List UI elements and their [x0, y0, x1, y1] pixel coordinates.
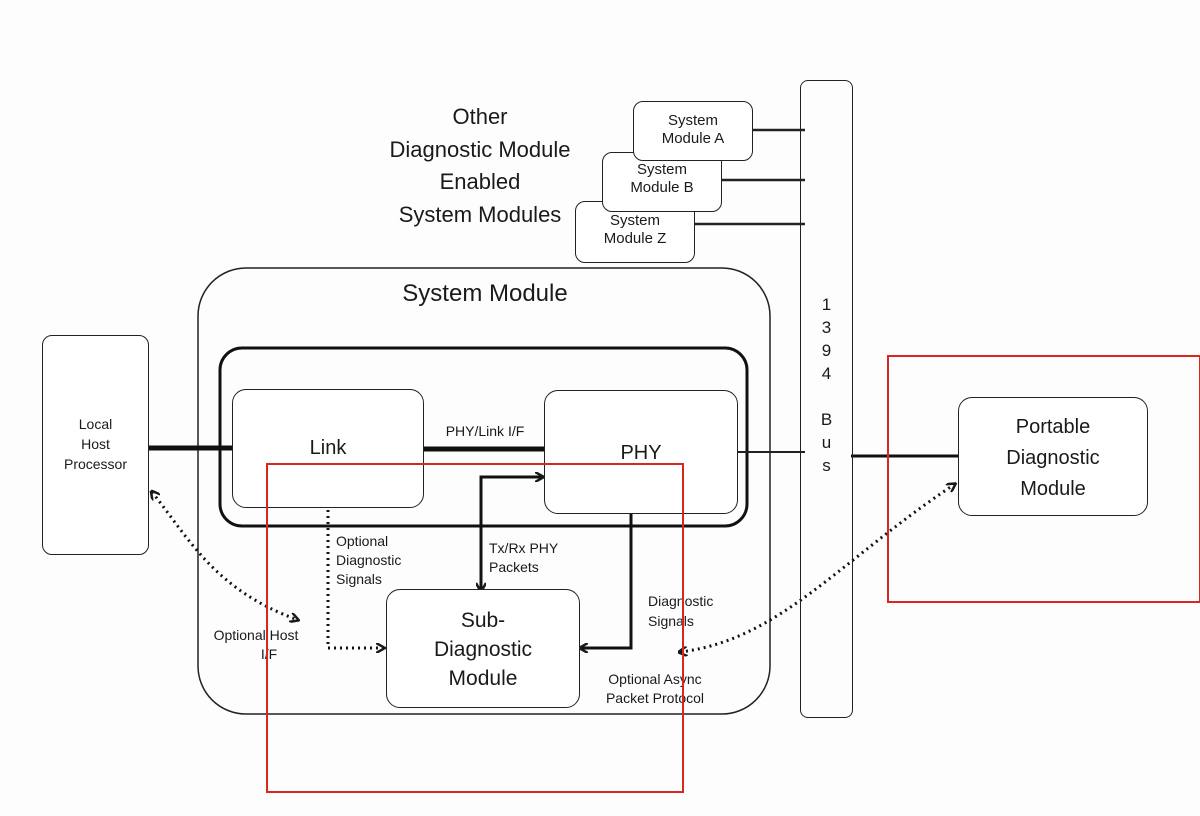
highlight-box-portable [887, 355, 1200, 603]
optional-diag-arrow [326, 510, 384, 648]
host-if-arrow [152, 492, 298, 620]
highlight-box-sub-diagnostic [266, 463, 684, 793]
phy-link-if-label: PHY/Link I/F [445, 423, 525, 439]
txrx-label: Tx/Rx PHY Packets [489, 540, 559, 575]
portable-diagnostic-module: Portable Diagnostic Module [958, 397, 1148, 516]
system-module-title: System Module [402, 280, 568, 307]
diag-signal-arrow [580, 513, 633, 648]
bus-label: 1 3 9 4 B u s [820, 295, 833, 475]
system-module-b: System Module B [602, 152, 722, 212]
optional-host-if-label: Optional Host I/F [213, 627, 299, 662]
link-block: Link [232, 389, 424, 508]
sub-diagnostic-module: Sub- Diagnostic Module [386, 589, 580, 708]
optional-async-label: Optional Async Packet Protocol [605, 671, 705, 706]
bus-1394: 1 3 9 4 B u s [800, 80, 853, 718]
other-modules-heading: Other Diagnostic Module Enabled System M… [389, 104, 571, 227]
local-host-processor: Local Host Processor [42, 335, 149, 555]
phy-block: PHY [544, 390, 738, 514]
system-module-a: System Module A [633, 101, 753, 161]
txrx-arrow [481, 477, 543, 590]
optional-diag-signals-label: Optional Diagnostic Signals [336, 533, 402, 587]
